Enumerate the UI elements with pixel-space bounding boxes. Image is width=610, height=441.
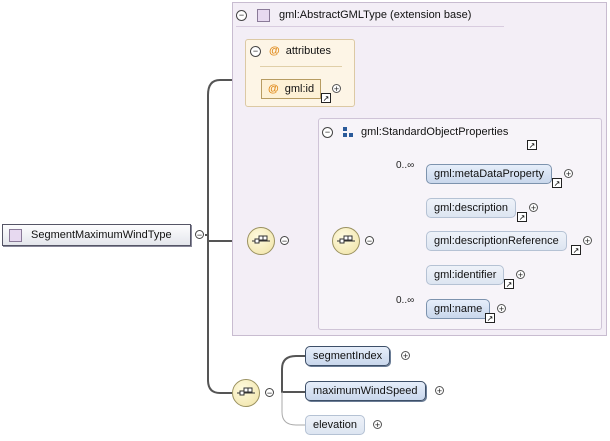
element-gml-identifier[interactable]: gml:identifier bbox=[426, 265, 505, 285]
collapse-icon[interactable]: − bbox=[250, 45, 261, 57]
reference-link-icon[interactable]: ↗ bbox=[527, 140, 537, 150]
collapse-icon[interactable]: − bbox=[280, 236, 289, 246]
attribute-icon: @ bbox=[268, 83, 279, 95]
element-name: gml:identifier bbox=[434, 269, 497, 281]
sequence-compositor[interactable] bbox=[247, 227, 275, 255]
reference-link-icon[interactable]: ↗ bbox=[485, 313, 495, 323]
reference-link-icon[interactable]: ↗ bbox=[571, 245, 581, 255]
complex-type-icon bbox=[257, 8, 270, 22]
element-name: gml:descriptionReference bbox=[434, 235, 559, 247]
header-divider bbox=[236, 26, 504, 27]
expand-icon[interactable]: + bbox=[564, 169, 573, 179]
attributes-header: − @ attributes bbox=[250, 45, 331, 57]
group-sequence-compositor[interactable] bbox=[332, 227, 360, 255]
element-name: gml:description bbox=[434, 202, 508, 214]
group-name: gml:StandardObjectProperties bbox=[361, 126, 509, 138]
reference-link-icon[interactable]: ↗ bbox=[321, 93, 331, 103]
expand-icon[interactable]: + bbox=[583, 236, 592, 246]
collapse-icon[interactable]: − bbox=[365, 236, 374, 246]
root-trunk bbox=[207, 79, 247, 394]
attribute-name: gml:id bbox=[284, 83, 315, 95]
expand-icon[interactable]: + bbox=[435, 386, 444, 396]
collapse-icon[interactable]: − bbox=[322, 126, 333, 138]
attributes-title: attributes bbox=[285, 45, 331, 57]
element-gml-descriptionreference[interactable]: gml:descriptionReference bbox=[426, 231, 567, 251]
expand-icon[interactable]: + bbox=[529, 203, 538, 213]
expand-icon[interactable]: + bbox=[497, 304, 506, 314]
reference-link-icon[interactable]: ↗ bbox=[517, 212, 527, 222]
occurrence-label: 0..∞ bbox=[396, 295, 415, 306]
group-icon bbox=[343, 127, 353, 137]
group-box bbox=[318, 118, 602, 330]
element-gml-description[interactable]: gml:description bbox=[426, 198, 516, 218]
group-header: − gml:StandardObjectProperties bbox=[322, 126, 508, 138]
expand-icon[interactable]: + bbox=[401, 351, 410, 361]
root-element-label: SegmentMaximumWindType bbox=[31, 229, 172, 241]
complex-type-icon bbox=[9, 228, 22, 242]
collapse-icon[interactable]: − bbox=[265, 388, 274, 398]
reference-link-icon[interactable]: ↗ bbox=[504, 279, 514, 289]
occurrence-label: 0..∞ bbox=[396, 160, 415, 171]
collapse-icon[interactable]: − bbox=[236, 9, 247, 21]
attributes-divider bbox=[260, 66, 342, 67]
sequence-icon bbox=[337, 235, 355, 244]
sequence-icon bbox=[237, 387, 255, 396]
bottom-seq-trunk bbox=[281, 355, 305, 393]
sequence-icon bbox=[252, 235, 270, 244]
extension-base-label: gml:AbstractGMLType (extension base) bbox=[279, 9, 472, 21]
local-sequence-compositor[interactable] bbox=[232, 379, 260, 407]
reference-link-icon[interactable]: ↗ bbox=[552, 178, 562, 188]
expand-icon[interactable]: + bbox=[332, 84, 341, 94]
element-name: elevation bbox=[313, 419, 358, 431]
extension-base-header: − gml:AbstractGMLType (extension base) bbox=[236, 6, 471, 24]
element-name: maximumWindSpeed bbox=[313, 385, 418, 397]
element-gml-metadataproperty[interactable]: gml:metaDataProperty bbox=[426, 164, 553, 184]
expand-icon[interactable]: + bbox=[373, 420, 382, 430]
element-gml-name[interactable]: gml:name bbox=[426, 299, 491, 319]
element-name: segmentIndex bbox=[313, 350, 383, 362]
root-element[interactable]: SegmentMaximumWindType bbox=[2, 224, 191, 246]
attribute-gml-id[interactable]: @ gml:id bbox=[261, 79, 322, 99]
element-elevation[interactable]: elevation bbox=[305, 415, 366, 435]
element-maximumwindspeed[interactable]: maximumWindSpeed bbox=[305, 381, 426, 401]
element-segmentindex[interactable]: segmentIndex bbox=[305, 346, 391, 366]
attribute-icon: @ bbox=[269, 45, 280, 57]
collapse-icon[interactable]: − bbox=[195, 230, 204, 240]
expand-icon[interactable]: + bbox=[516, 270, 525, 280]
element-name: gml:name bbox=[434, 303, 483, 315]
element-name: gml:metaDataProperty bbox=[434, 168, 545, 180]
